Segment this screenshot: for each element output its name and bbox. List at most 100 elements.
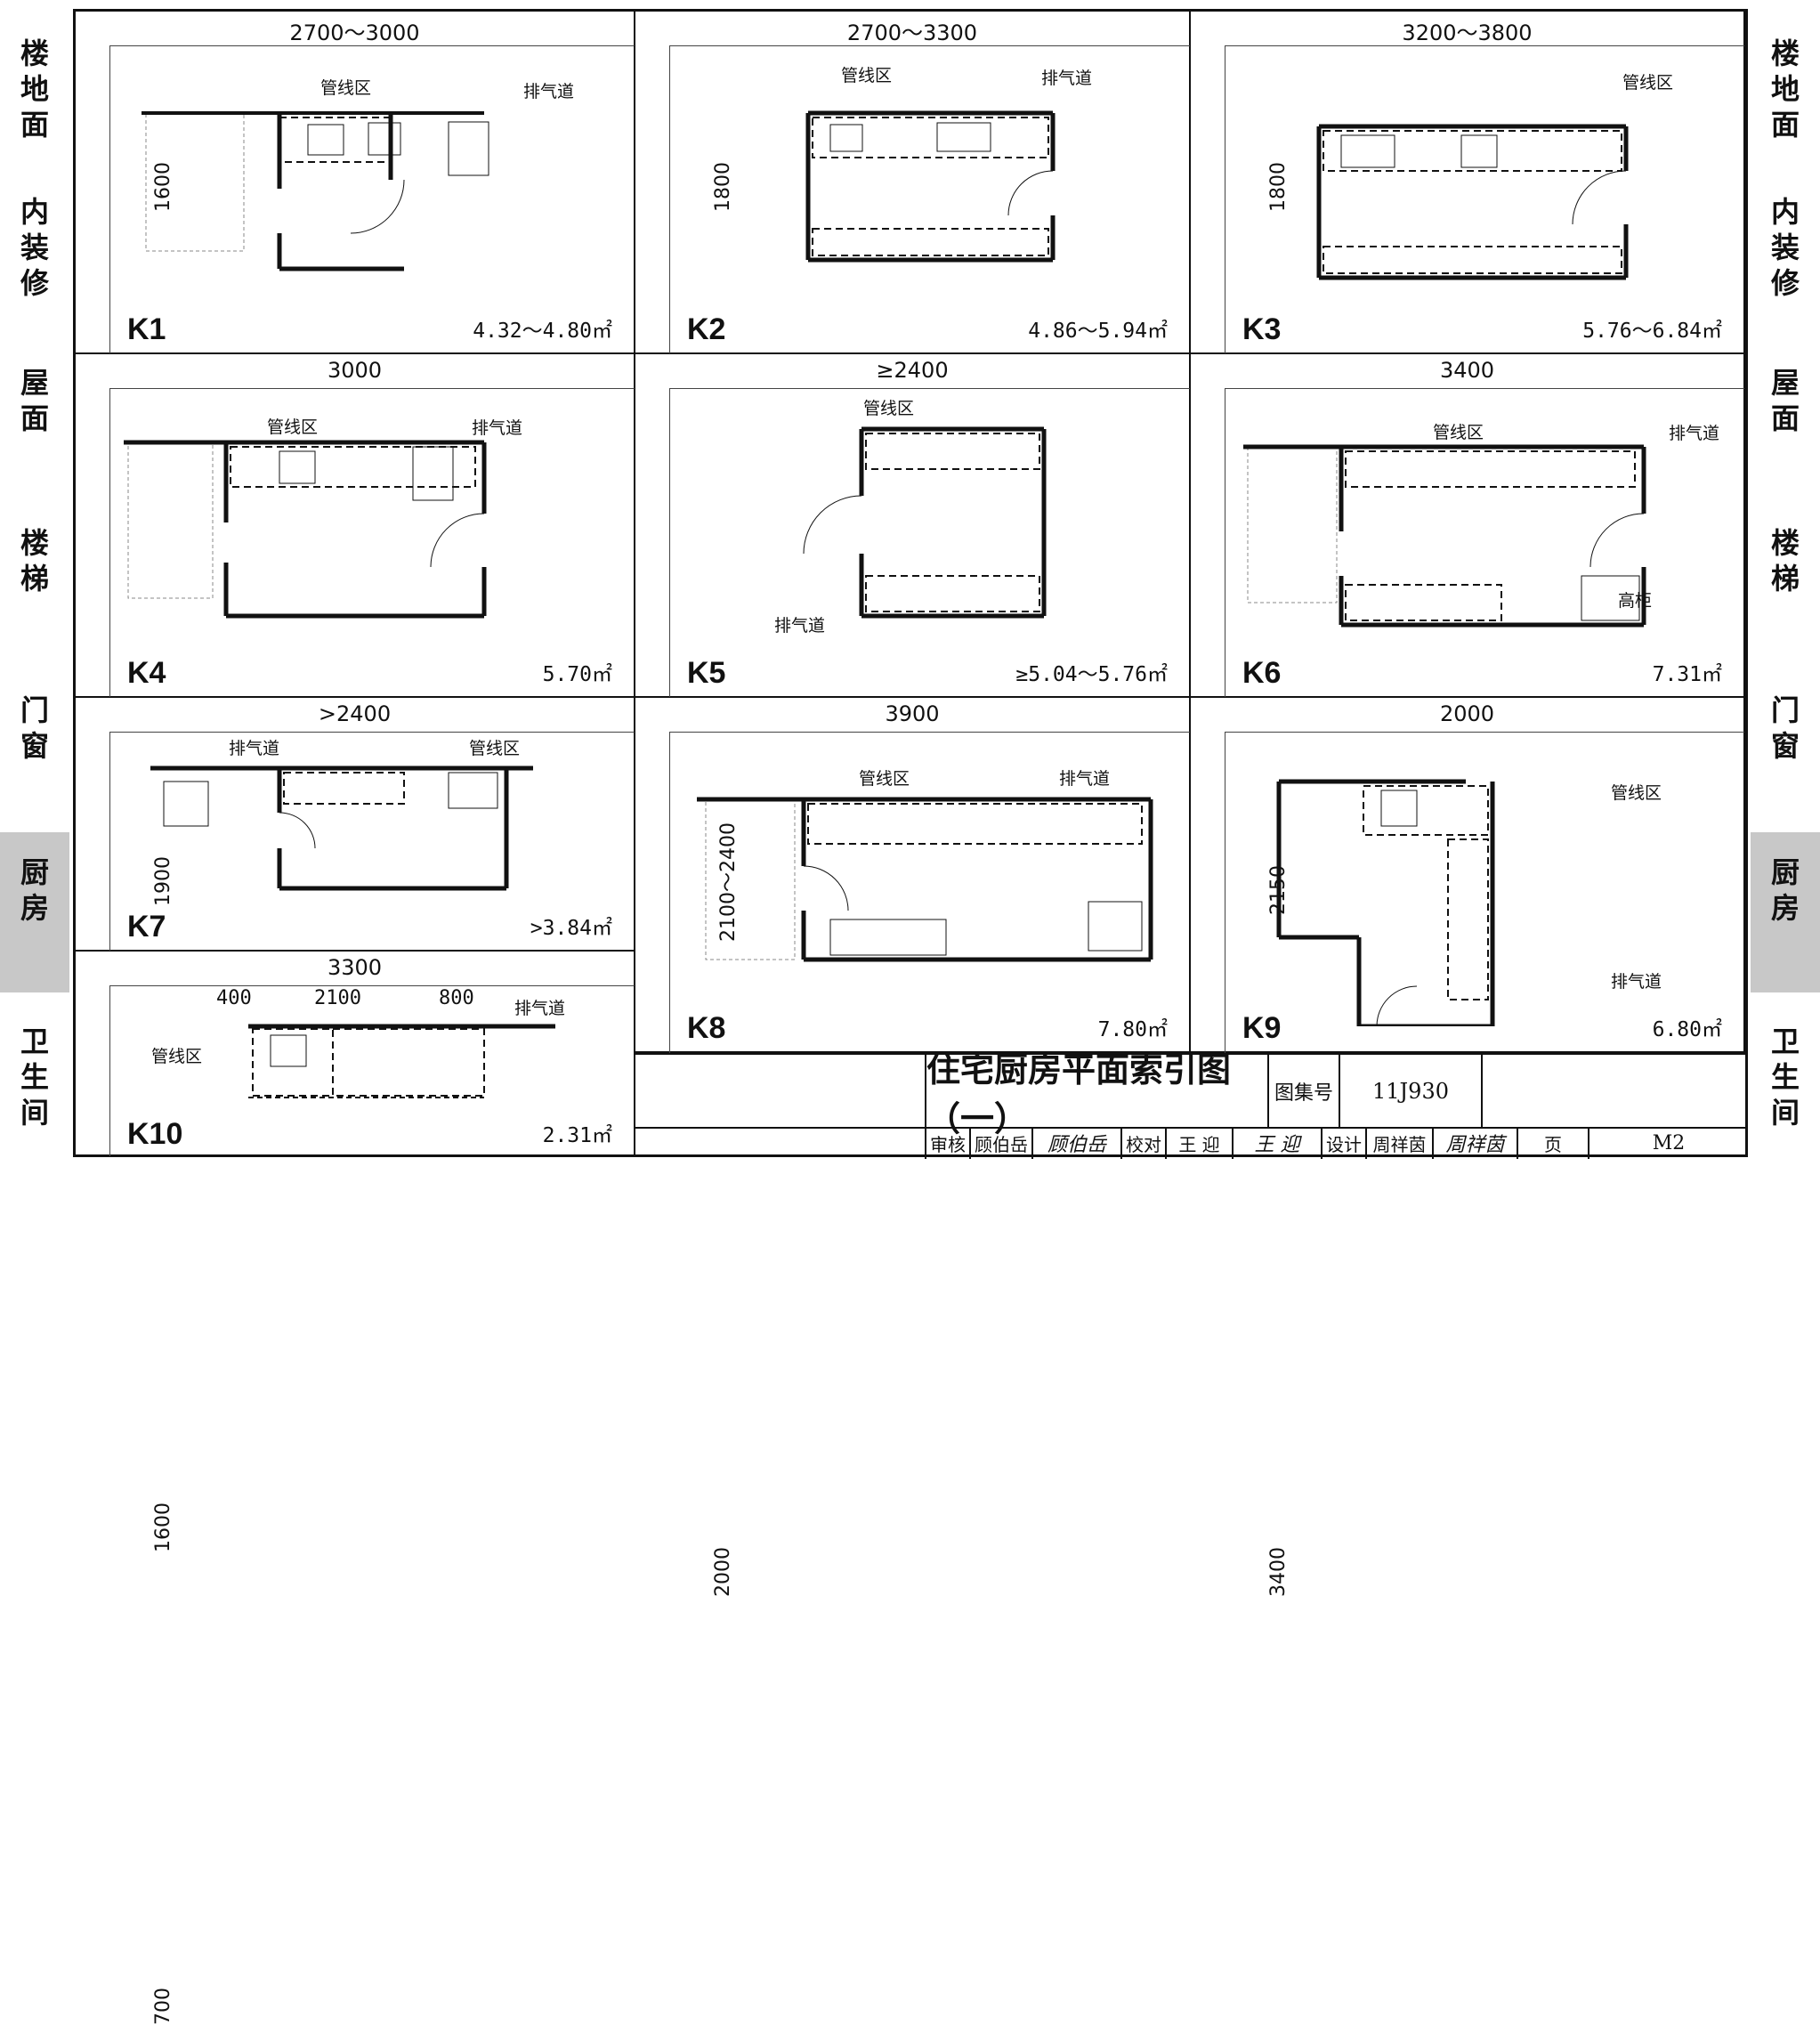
panel-k9[interactable]: 2000 3400 K9 6.80㎡ — [1191, 698, 1745, 1597]
reviewer: 顾伯岳 — [969, 1127, 1031, 1159]
chapter-kitchen[interactable]: 厨房 — [0, 832, 69, 992]
chapter-floor[interactable]: 楼地面 — [20, 36, 49, 142]
panel-k10[interactable]: 3300 400 2100 800 700 K10 2.31㎡ — [76, 952, 635, 2025]
label-pipe-zone: 管线区 — [1622, 73, 1674, 93]
chapter-roof[interactable]: 屋面 — [20, 366, 49, 435]
panel-depth-dim: 2000 — [712, 1547, 734, 1597]
chapter-interior[interactable]: 内装修 — [20, 195, 49, 300]
panel-id: K7 — [127, 910, 166, 944]
panel-depth-dim: 1800 — [1267, 162, 1290, 212]
panel-width-dim: 3900 — [885, 701, 940, 726]
label-exhaust: 排气道 — [1059, 769, 1111, 789]
chapter-bathroom[interactable]: 卫生间 — [20, 1025, 49, 1130]
panel-k4[interactable]: 3000 1900 K4 5.70㎡ — [76, 354, 635, 906]
panel-area: >3.84㎡ — [530, 917, 612, 940]
panel-k3[interactable]: 3200～3800 1800 K3 5.76～6.84㎡ — [1191, 12, 1745, 354]
panel-area: 2.31㎡ — [542, 1124, 612, 1147]
sub-dim-400: 400 — [216, 987, 252, 1009]
panel-k1[interactable]: 2700～3000 1600 K1 4.32～4.80㎡ — [76, 12, 635, 354]
checker-signature: 王 迎 — [1232, 1127, 1321, 1159]
label-pipe-zone: 管线区 — [859, 769, 910, 789]
title-block-row-top — [635, 1055, 1748, 1129]
plan-area — [109, 732, 635, 951]
floor-plan-k2 — [805, 110, 1056, 263]
sub-dim-2100: 2100 — [314, 987, 361, 1009]
drawing-frame — [73, 9, 1748, 1157]
label-pipe-zone: 管线区 — [469, 739, 521, 758]
checker: 王 迎 — [1165, 1127, 1232, 1159]
panel-width-dim: 3000 — [327, 358, 383, 383]
plan-area — [109, 985, 635, 1156]
panel-area: 5.70㎡ — [542, 663, 612, 686]
panel-width-dim: ≥2400 — [876, 358, 949, 383]
chapter-interior[interactable]: 内装修 — [1770, 195, 1800, 300]
panel-id: K1 — [127, 312, 166, 346]
panel-area: 4.32～4.80㎡ — [473, 320, 612, 343]
panel-width-dim: 3400 — [1439, 358, 1495, 383]
page-number: M2 — [1588, 1127, 1748, 1159]
panel-depth-dim: 1600 — [152, 162, 174, 212]
panel-width-dim: 2700～3000 — [289, 20, 420, 45]
label-exhaust: 排气道 — [1041, 69, 1093, 88]
panel-id: K10 — [127, 1117, 183, 1151]
panel-k5[interactable]: ≥2400 2100～2400 K5 ≥5.04～5.76㎡ — [635, 354, 1191, 942]
chapter-doors[interactable]: 门窗 — [1770, 693, 1800, 763]
label-pipe-zone: 管线区 — [841, 66, 893, 85]
label-exhaust: 排气道 — [1669, 424, 1720, 443]
left-chapter-index: 楼地面 内装修 屋面 楼梯 门窗 厨房 卫生间 — [0, 0, 69, 1169]
panel-k2[interactable]: 2700～3300 1800 K2 4.86～5.94㎡ — [635, 12, 1191, 354]
floor-plan-k9 — [1276, 779, 1495, 1026]
label-exhaust: 排气道 — [472, 418, 523, 438]
panel-k7[interactable]: >2400 1600 K7 >3.84㎡ — [76, 698, 635, 1552]
chapter-kitchen[interactable]: 厨房 — [1751, 832, 1820, 992]
panel-depth-dim: 3400 — [1267, 1547, 1290, 1597]
chapter-stairs[interactable]: 楼梯 — [1770, 526, 1800, 595]
label-pipe-zone: 管线区 — [151, 1047, 203, 1066]
label-tall-cabinet: 高柜 — [1618, 591, 1653, 611]
panel-id: K8 — [687, 1011, 726, 1045]
panel-width-dim: 3200～3800 — [1402, 20, 1533, 45]
atlas-label: 图集号 — [1267, 1055, 1339, 1127]
panel-area: 6.80㎡ — [1652, 1018, 1722, 1041]
panel-depth-dim: 1600 — [152, 1503, 174, 1552]
panel-id: K6 — [1242, 656, 1282, 690]
label-pipe-zone: 管线区 — [320, 78, 372, 98]
label-pipe-zone: 管线区 — [1433, 423, 1484, 442]
panel-id: K3 — [1242, 312, 1282, 346]
atlas-number: 11J930 — [1339, 1055, 1481, 1127]
design-label: 设计 — [1321, 1127, 1365, 1159]
label-exhaust: 排气道 — [514, 999, 566, 1018]
panel-area: 4.86～5.94㎡ — [1028, 320, 1168, 343]
review-label: 审核 — [925, 1127, 969, 1159]
drawing-title: 住宅厨房平面索引图（一） — [925, 1049, 1267, 1138]
panel-k6[interactable]: 3400 2150 K6 7.31㎡ — [1191, 354, 1745, 915]
floor-plan-k5 — [803, 426, 1047, 619]
plan-area — [1225, 388, 1744, 697]
right-chapter-index: 楼地面 内装修 屋面 楼梯 门窗 厨房 卫生间 — [1751, 0, 1820, 1169]
label-exhaust: 排气道 — [229, 739, 280, 758]
plan-area — [1225, 732, 1744, 1054]
label-pipe-zone: 管线区 — [1611, 783, 1662, 803]
sub-dim-800: 800 — [439, 987, 474, 1009]
chapter-bathroom[interactable]: 卫生间 — [1770, 1025, 1800, 1130]
floor-plan-k6 — [1243, 444, 1646, 628]
chapter-doors[interactable]: 门窗 — [20, 693, 49, 763]
label-exhaust: 排气道 — [523, 82, 575, 101]
atlas-number-spacer — [1481, 1055, 1748, 1127]
label-pipe-zone: 管线区 — [267, 417, 319, 437]
floor-plan-k3 — [1316, 124, 1629, 280]
plan-area — [669, 45, 1190, 353]
panel-width-dim: 2000 — [1439, 701, 1495, 726]
label-pipe-zone: 管线区 — [863, 399, 915, 418]
panel-depth-dim: 1800 — [712, 162, 734, 212]
panel-id: K2 — [687, 312, 726, 346]
chapter-roof[interactable]: 屋面 — [1770, 366, 1800, 435]
reviewer-signature: 顾伯岳 — [1031, 1127, 1120, 1159]
panel-k8[interactable]: 3900 2000 K8 7.80㎡ — [635, 698, 1191, 1597]
label-exhaust: 排气道 — [1611, 972, 1662, 992]
plan-area — [669, 388, 1190, 697]
floor-plan-k4 — [124, 440, 487, 619]
chapter-floor[interactable]: 楼地面 — [1770, 36, 1800, 142]
panel-width-dim: 3300 — [327, 955, 383, 980]
chapter-stairs[interactable]: 楼梯 — [20, 526, 49, 595]
